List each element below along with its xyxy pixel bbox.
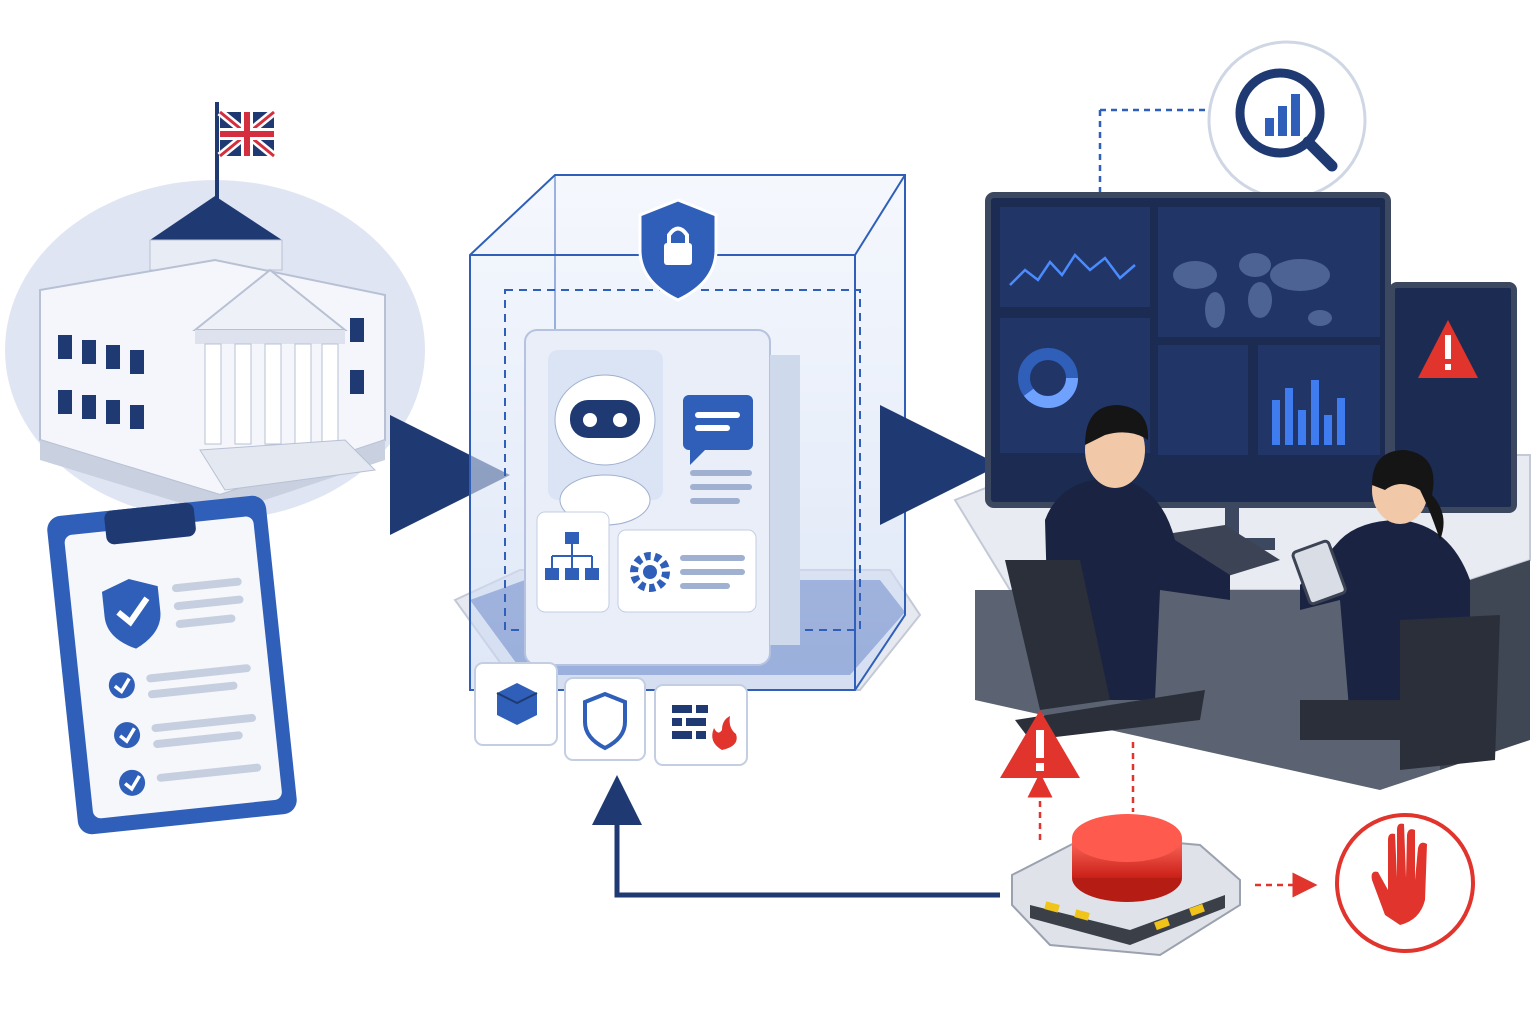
hierarchy-icon — [545, 532, 599, 580]
world-map-icon — [1173, 253, 1332, 328]
sandboxed-ai-system — [453, 174, 922, 691]
flag-icon — [215, 102, 277, 200]
warning-icon — [1000, 710, 1080, 778]
emergency-stop — [1000, 710, 1475, 957]
cube-icon — [496, 683, 538, 725]
feedback-arrow — [592, 775, 1000, 898]
firewall-icon — [672, 705, 737, 750]
stop-hand-icon — [1335, 813, 1475, 953]
compliance-checklist — [47, 495, 297, 835]
bar-chart-icon — [1272, 380, 1345, 445]
gear-icon — [630, 552, 670, 592]
clipboard-icon — [47, 495, 297, 835]
analytics-search-icon — [1207, 40, 1367, 200]
warning-icon — [1418, 320, 1478, 378]
chat-bubble-icon — [683, 395, 753, 504]
red-button-icon[interactable] — [1011, 814, 1241, 957]
donut-chart-icon — [1018, 348, 1078, 408]
shield-check-icon — [101, 579, 161, 649]
shield-icon — [583, 691, 627, 751]
shield-lock-icon — [638, 198, 718, 302]
robot-icon — [548, 350, 663, 526]
line-chart-icon — [1009, 253, 1136, 286]
sandbox-controls — [474, 662, 748, 766]
government-building — [5, 102, 425, 520]
operator — [1291, 450, 1500, 770]
monitoring-room — [953, 40, 1531, 790]
operator — [1005, 405, 1230, 740]
checkmark-icon — [108, 672, 146, 796]
